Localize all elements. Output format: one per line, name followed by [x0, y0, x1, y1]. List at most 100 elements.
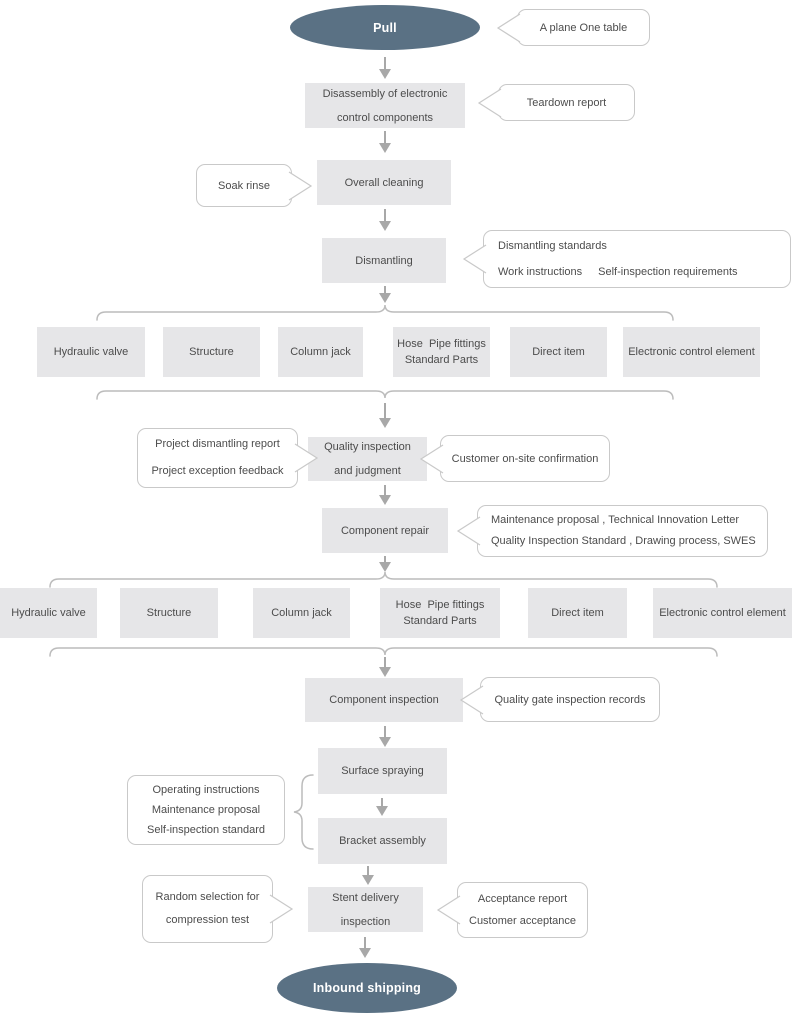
- node-dismantling: Dismantling: [322, 238, 446, 283]
- callout-teardown-report-label: Teardown report: [526, 96, 607, 109]
- flow-arrow-down: [379, 726, 391, 747]
- node-dismantling-label: Dismantling: [355, 254, 413, 267]
- callout-tail-right-icon: [288, 170, 313, 201]
- node-component-repair: Component repair: [322, 508, 448, 553]
- end-terminal-inbound-shipping: Inbound shipping: [277, 963, 457, 1013]
- row1-hydraulic-valve-label: Hydraulic valve: [53, 346, 129, 358]
- row2-node-electronic-control: Electronic control element: [653, 588, 792, 638]
- node-stent-line2: inspection: [340, 915, 391, 928]
- row1-node-hose-fittings: Hose Pipe fittings Standard Parts: [393, 327, 490, 377]
- callout-acceptance-line2: Customer acceptance: [469, 915, 576, 927]
- flow-arrow-down: [379, 485, 391, 505]
- callout-a-plane-one-table: A plane One table: [496, 9, 650, 46]
- callout-acceptance-line1: Acceptance report: [477, 893, 568, 905]
- row1-direct-item-label: Direct item: [532, 346, 585, 358]
- callout-operating-instructions: Operating instructions Maintenance propo…: [127, 775, 285, 845]
- node-quality-inspection: Quality inspection and judgment: [308, 437, 427, 481]
- node-surface-spraying-label: Surface spraying: [341, 765, 424, 777]
- node-component-inspection-label: Component inspection: [329, 694, 439, 706]
- callout-self-inspection-requirements-label: Self-inspection requirements: [598, 266, 738, 278]
- callout-operating-line2: Maintenance proposal: [151, 804, 261, 816]
- callout-operating-line1: Operating instructions: [152, 784, 260, 796]
- row1-hose-line1: Hose Pipe fittings: [397, 338, 486, 350]
- callout-customer-confirmation-label: Customer on-site confirmation: [451, 452, 599, 465]
- node-overall-cleaning: Overall cleaning: [317, 160, 451, 205]
- row1-node-structure: Structure: [163, 327, 260, 377]
- callout-quality-gate-label: Quality gate inspection records: [494, 693, 646, 706]
- callout-maintenance-documents: Maintenance proposal , Technical Innovat…: [456, 505, 768, 557]
- callout-random-compression-test: Random selection for compression test: [142, 875, 294, 943]
- row2-node-hydraulic-valve: Hydraulic valve: [0, 588, 97, 638]
- row2-node-column-jack: Column jack: [253, 588, 350, 638]
- merge-brace-row1-bottom: [96, 390, 674, 400]
- callout-quality-gate-records: Quality gate inspection records: [459, 677, 660, 722]
- callout-tail-left-icon: [462, 244, 487, 274]
- callout-tail-left-icon: [419, 443, 444, 474]
- flow-arrow-down: [379, 286, 391, 303]
- callout-tail-right-icon: [294, 443, 319, 473]
- group-curly-brace: [293, 774, 314, 850]
- callout-project-line2: Project exception feedback: [151, 465, 284, 477]
- row1-structure-label: Structure: [189, 346, 234, 358]
- callout-tail-left-icon: [496, 12, 521, 43]
- flow-arrow-down: [379, 209, 391, 231]
- row2-structure-label: Structure: [146, 607, 192, 619]
- flow-arrow-down: [376, 798, 388, 816]
- callout-acceptance: Acceptance report Customer acceptance: [436, 882, 588, 938]
- split-brace-row2-top: [49, 571, 718, 588]
- node-overall-cleaning-label: Overall cleaning: [344, 176, 424, 189]
- callout-a-plane-one-table-label: A plane One table: [539, 21, 628, 34]
- callout-customer-confirmation: Customer on-site confirmation: [419, 435, 610, 482]
- node-quality-line1: Quality inspection: [324, 441, 411, 453]
- node-disassembly: Disassembly of electronic control compon…: [305, 83, 465, 128]
- row2-hose-line2: Standard Parts: [403, 615, 477, 627]
- flow-arrow-down: [359, 937, 371, 958]
- callout-dismantling-standards: Dismantling standards Work instructions …: [462, 230, 791, 288]
- node-bracket-assembly-label: Bracket assembly: [339, 835, 426, 847]
- row2-electronic-control-label: Electronic control element: [659, 607, 786, 619]
- node-component-repair-label: Component repair: [340, 524, 430, 537]
- row2-column-jack-label: Column jack: [271, 607, 332, 619]
- callout-dismantling-std-line2: Work instructions Self-inspection requir…: [498, 259, 738, 285]
- node-bracket-assembly: Bracket assembly: [318, 818, 447, 864]
- row2-direct-item-label: Direct item: [551, 607, 604, 619]
- callout-project-line1: Project dismantling report: [155, 438, 280, 450]
- row1-node-electronic-control: Electronic control element: [623, 327, 760, 377]
- flow-arrow-down: [362, 866, 374, 885]
- callout-project-reports: Project dismantling report Project excep…: [137, 428, 319, 488]
- row1-electronic-control-label: Electronic control element: [628, 346, 755, 358]
- row2-node-direct-item: Direct item: [528, 588, 627, 638]
- callout-maintenance-line1: Maintenance proposal , Technical Innovat…: [491, 514, 740, 526]
- flow-arrow-down: [379, 403, 391, 428]
- node-disassembly-line2: control components: [337, 111, 433, 124]
- flow-arrow-down: [379, 556, 391, 572]
- merge-brace-row2-bottom: [49, 647, 718, 657]
- row2-node-hose-fittings: Hose Pipe fittings Standard Parts: [380, 588, 500, 638]
- node-quality-line2: and judgment: [334, 465, 401, 477]
- row1-node-hydraulic-valve: Hydraulic valve: [37, 327, 145, 377]
- callout-tail-left-icon: [436, 895, 461, 925]
- row1-hose-line2: Standard Parts: [404, 354, 479, 366]
- callout-tail-right-icon: [269, 894, 294, 924]
- row2-hydraulic-valve-label: Hydraulic valve: [11, 607, 86, 619]
- row1-node-direct-item: Direct item: [510, 327, 607, 377]
- start-terminal-label: Pull: [373, 20, 397, 35]
- flow-arrow-down: [379, 657, 391, 677]
- row2-hose-line1: Hose Pipe fittings: [395, 599, 485, 611]
- callout-random-line1: Random selection for: [155, 891, 260, 903]
- callout-teardown-report: Teardown report: [477, 84, 635, 121]
- node-stent-line1: Stent delivery: [332, 891, 399, 904]
- node-surface-spraying: Surface spraying: [318, 748, 447, 794]
- row1-node-column-jack: Column jack: [278, 327, 363, 377]
- node-component-inspection: Component inspection: [305, 678, 463, 722]
- callout-tail-left-icon: [459, 684, 484, 715]
- callout-random-line2: compression test: [165, 914, 250, 926]
- callout-maintenance-line2: Quality Inspection Standard , Drawing pr…: [491, 535, 756, 547]
- node-stent-delivery-inspection: Stent delivery inspection: [308, 887, 423, 932]
- start-terminal-pull: Pull: [290, 5, 480, 50]
- flow-arrow-down: [379, 131, 391, 153]
- end-terminal-label: Inbound shipping: [312, 981, 422, 995]
- row2-node-structure: Structure: [120, 588, 218, 638]
- callout-work-instructions-label: Work instructions: [498, 266, 583, 278]
